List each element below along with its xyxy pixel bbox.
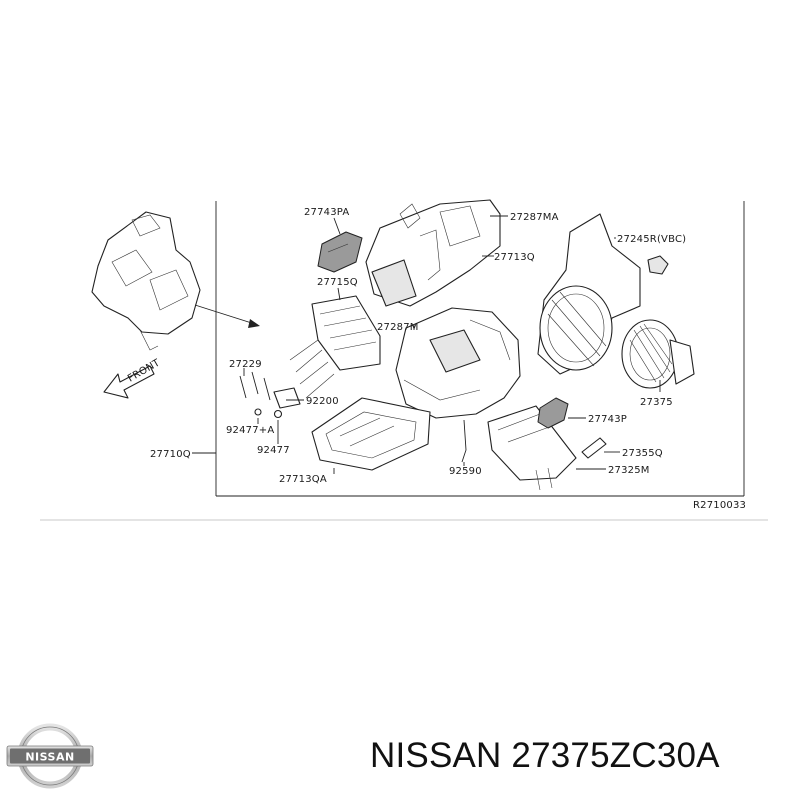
- label-27710q: 27710Q: [150, 449, 191, 460]
- part-number-caption: NISSAN 27375ZC30A: [370, 736, 720, 775]
- label-92590: 92590: [449, 466, 482, 477]
- part-blower-fan-27375: [621, 319, 695, 389]
- logo-text: NISSAN: [25, 751, 74, 764]
- label-27713qa: 27713QA: [279, 474, 327, 485]
- label-27743pa: 27743PA: [304, 207, 349, 218]
- part-labels: 27743PA 27287MA 27245R(VBC) 27713Q 27715…: [150, 207, 746, 511]
- label-27375: 27375: [640, 397, 673, 408]
- part-small-sensor: [647, 255, 669, 275]
- part-actuator-27743p: [537, 397, 569, 429]
- label-92477a: 92477+A: [226, 425, 274, 436]
- label-92200: 92200: [306, 396, 339, 407]
- front-label: FRONT: [126, 357, 163, 384]
- front-duct-assembly: [91, 211, 260, 351]
- part-drain-hose: [461, 419, 467, 463]
- part-actuator-27743pa: [317, 231, 363, 273]
- label-27355q: 27355Q: [622, 448, 663, 459]
- reference-code: R2710033: [693, 500, 746, 511]
- leader-lines: [192, 215, 661, 474]
- label-27325m: 27325M: [608, 465, 650, 476]
- nissan-logo: NISSAN: [6, 723, 94, 789]
- parts-diagram: FRONT: [40, 199, 768, 521]
- label-27229: 27229: [229, 359, 262, 370]
- part-screws: [239, 371, 301, 419]
- front-direction-arrow: FRONT: [103, 357, 163, 399]
- part-resistor: [581, 437, 607, 459]
- part-blower-case: [395, 307, 521, 419]
- part-heater-core: [289, 295, 381, 399]
- label-27715q: 27715Q: [317, 277, 358, 288]
- label-92477: 92477: [257, 445, 290, 456]
- label-27287m: 27287M: [377, 322, 419, 333]
- label-27245r: 27245R(VBC): [617, 234, 686, 245]
- diagram-frame: [40, 201, 768, 521]
- label-27287ma: 27287MA: [510, 212, 559, 223]
- part-fan-housing: [537, 213, 641, 375]
- part-upper-duct: [365, 199, 501, 307]
- label-27743p: 27743P: [588, 414, 627, 425]
- part-blower-motor-unit: [487, 405, 577, 491]
- part-lower-case: [311, 397, 431, 471]
- label-27713q: 27713Q: [494, 252, 535, 263]
